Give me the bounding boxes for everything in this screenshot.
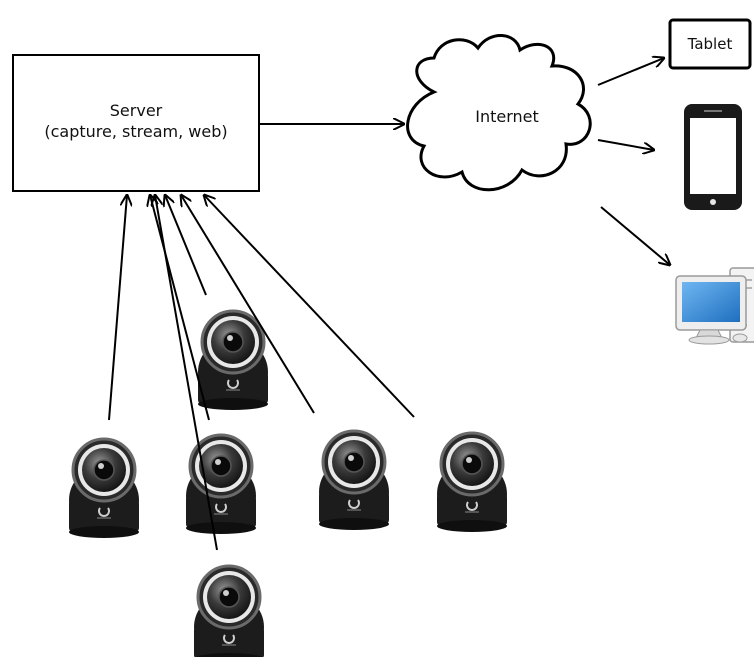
server-box (12, 54, 260, 192)
arrow-camera-to-server (165, 195, 207, 296)
arrow-internet-to-tablet (597, 58, 664, 86)
phone-client (684, 104, 742, 210)
webcam-icon (196, 309, 270, 412)
arrow-camera-to-server (181, 195, 315, 414)
webcam-icon (184, 433, 258, 536)
desktop-icon (675, 267, 754, 345)
arrow-camera-to-server (155, 195, 218, 551)
desktop-client (675, 267, 754, 345)
tablet-icon (668, 18, 752, 70)
webcam-icon (192, 564, 266, 657)
arrow-internet-to-desktop (600, 206, 670, 265)
internet-cloud: Internet (406, 34, 592, 192)
camera-arrows (108, 195, 415, 551)
arrow-camera-to-server (150, 195, 210, 421)
cameras (67, 309, 509, 657)
webcam-icon (67, 437, 141, 540)
internet-label: Internet (475, 107, 539, 126)
arrow-camera-to-server (204, 195, 415, 418)
tablet-client: Tablet (668, 18, 752, 70)
tablet-label: Tablet (687, 35, 733, 53)
webcam-icon (317, 429, 391, 532)
server-subtitle: (capture, stream, web) (44, 122, 227, 141)
server-title: Server (110, 101, 163, 120)
cloud-shape (406, 34, 592, 192)
webcam-icon (435, 431, 509, 534)
arrow-camera-to-server (108, 195, 127, 421)
arrow-internet-to-phone (597, 139, 654, 150)
server-node: Server (capture, stream, web) (12, 54, 260, 192)
